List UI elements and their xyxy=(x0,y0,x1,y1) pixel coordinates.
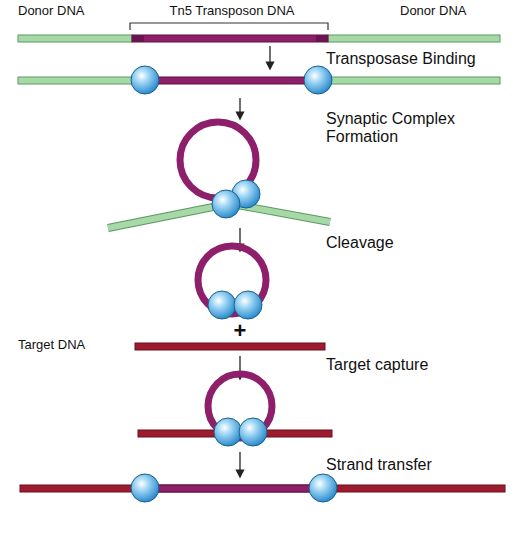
target-capture-complex xyxy=(138,374,332,446)
transposon-dna xyxy=(145,485,323,492)
transposase-sphere xyxy=(234,291,262,319)
inserted-transposon xyxy=(20,474,505,502)
transposase-sphere xyxy=(131,66,159,94)
bound-transposon xyxy=(18,66,500,94)
step-arrow xyxy=(239,452,240,474)
donor-dna-right xyxy=(328,77,500,84)
transposase-sphere xyxy=(208,291,236,319)
target-dna xyxy=(135,343,325,350)
step-label: Transposase Binding xyxy=(326,50,476,68)
dna-label: Donor DNA xyxy=(400,4,466,19)
donor-dna-left xyxy=(18,77,132,84)
donor-dna-arm xyxy=(108,204,228,228)
transposon-label: Tn5 Transposon DNA xyxy=(169,4,294,19)
transposase-sphere xyxy=(309,474,337,502)
transposon-dna xyxy=(132,35,328,42)
transposase-sphere xyxy=(239,418,267,446)
transposon-end xyxy=(132,35,144,42)
donor-dna-left xyxy=(18,35,132,42)
dna-label: Target DNA xyxy=(18,338,85,353)
step-label: Target capture xyxy=(326,356,428,374)
donor-dna-arm xyxy=(108,204,228,228)
transposon-dna xyxy=(132,77,328,84)
step-arrow xyxy=(269,46,270,66)
transposon-bracket xyxy=(130,23,328,30)
target-dna xyxy=(20,485,505,492)
donor-dna-strand xyxy=(18,35,500,42)
donor-dna-right xyxy=(328,35,500,42)
plus-sign: + xyxy=(234,318,247,343)
dna-label: Donor DNA xyxy=(18,4,84,19)
transposase-sphere xyxy=(131,474,159,502)
step-label: Cleavage xyxy=(326,234,394,252)
transposase-sphere xyxy=(214,418,242,446)
transposase-sphere xyxy=(212,190,240,218)
step-label: Synaptic Complex Formation xyxy=(326,110,498,147)
step-label: Strand transfer xyxy=(326,456,432,474)
transposon-end xyxy=(316,35,328,42)
synaptic-complex xyxy=(108,122,330,228)
transposase-sphere xyxy=(304,66,332,94)
excised-complex xyxy=(198,246,266,319)
step-arrow xyxy=(239,98,240,116)
